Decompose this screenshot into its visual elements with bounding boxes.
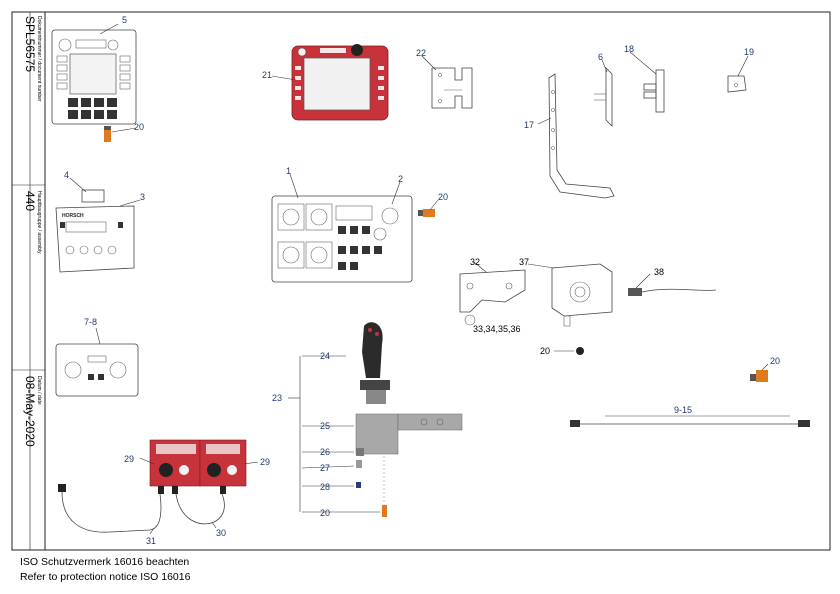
callout-32: 32: [470, 257, 480, 267]
callout-19: 19: [744, 47, 754, 57]
mounting-arm-17: [548, 73, 615, 199]
callout-5: 5: [122, 15, 127, 25]
callout-25: 25: [320, 421, 330, 431]
callout-27: 27: [320, 463, 330, 473]
control-panel-1: [271, 195, 413, 283]
callout-29-b: 29: [260, 457, 270, 467]
document-number-label: Dokumentnummer / document number: [36, 16, 42, 102]
callout-20-b: 20: [438, 192, 448, 202]
title-block: SPL56575 Dokumentnummer / document numbe…: [23, 16, 42, 447]
callout-2: 2: [398, 174, 403, 184]
terminal-unit-5: [51, 29, 137, 125]
callout-24: 24: [320, 351, 330, 361]
cable-30: [175, 493, 225, 525]
terminal-small-logo: HORSCH: [62, 213, 84, 219]
bracket-32: [459, 269, 526, 326]
callout-9-15: 9-15: [674, 405, 692, 415]
callout-37: 37: [519, 257, 529, 267]
callout-18: 18: [624, 44, 634, 54]
callout-20-a: 20: [134, 122, 144, 132]
callout-30: 30: [216, 528, 226, 538]
plate-6: [594, 67, 613, 127]
protection-notice-en: Refer to protection notice ISO 16016: [20, 571, 191, 583]
assembly-label: Hauptbaugruppe / assembly: [36, 191, 42, 254]
callout-17: 17: [524, 120, 534, 130]
cable-31: [58, 484, 162, 533]
assembly-value: 440: [23, 191, 37, 211]
callout-33-36: 33,34,35,36: [473, 324, 521, 334]
drawing-frame: [11, 11, 831, 551]
connector-20-d: [750, 370, 768, 382]
control-box-7-8: [55, 343, 139, 397]
document-number-value: SPL56575: [23, 16, 37, 72]
red-modules-29: [149, 439, 247, 494]
callout-20-e: 20: [320, 508, 330, 518]
leader-lines: [69, 23, 769, 535]
date-value: 08-May-2020: [23, 376, 37, 447]
clip-19: [727, 75, 747, 93]
grommet-20-c: [576, 347, 584, 355]
callout-4: 4: [64, 170, 69, 180]
callout-23: 23: [272, 393, 282, 403]
control-box-3: HORSCH: [55, 189, 135, 273]
callout-20-c: 20: [540, 346, 550, 356]
callout-26: 26: [320, 447, 330, 457]
callout-28: 28: [320, 482, 330, 492]
clamp-18: [643, 69, 665, 113]
red-terminal-21: [291, 44, 389, 121]
date-label: Datum / date: [36, 376, 42, 405]
callout-22: 22: [416, 48, 426, 58]
callout-7-8: 7-8: [84, 317, 97, 327]
callout-20-d: 20: [770, 356, 780, 366]
callout-3: 3: [140, 192, 145, 202]
callout-6: 6: [598, 52, 603, 62]
connector-20-a: [104, 126, 111, 142]
callout-1: 1: [286, 166, 291, 176]
callout-31: 31: [146, 536, 156, 546]
module-37: [551, 263, 613, 327]
callout-21: 21: [262, 70, 272, 80]
cable-9-15: [570, 415, 810, 427]
bracket-22: [431, 67, 473, 109]
callout-29-a: 29: [124, 454, 134, 464]
cable-38: [628, 288, 717, 296]
joystick-23: [355, 322, 463, 517]
connector-20-b: [418, 209, 435, 217]
callout-labels: 5 20 21 22 6 18 19 17 4 3 1 2 20 32 37 3…: [64, 15, 780, 546]
callout-38: 38: [654, 267, 664, 277]
protection-notice-de: ISO Schutzvermerk 16016 beachten: [20, 556, 190, 568]
